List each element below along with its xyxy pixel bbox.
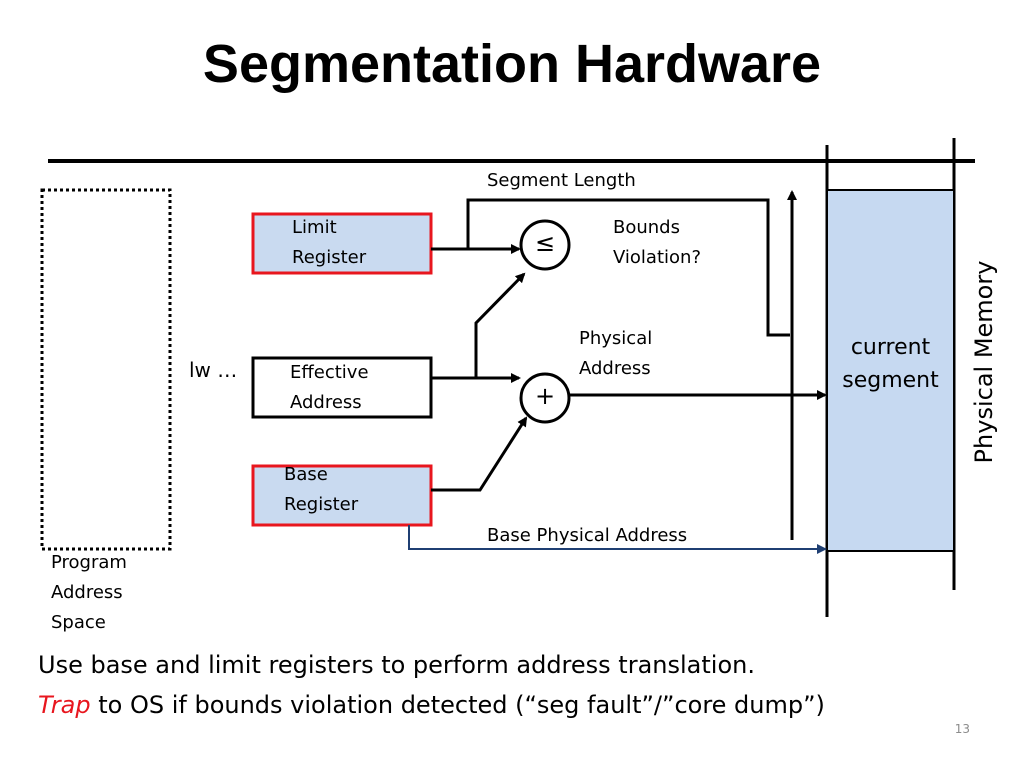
compare-circle [519, 219, 571, 271]
current-segment-label: current segment [842, 335, 939, 393]
slide-number: 13 [954, 722, 970, 736]
physical-memory-label: Physical Memory [970, 260, 998, 464]
current-segment-block [826, 189, 955, 552]
compare-operator: ≤ [534, 229, 556, 257]
segment-length-wire [466, 198, 790, 337]
bounds-violation-label: Bounds Violation? [613, 217, 701, 268]
segment-length-label: Segment Length [487, 170, 636, 191]
adder-circle [519, 372, 571, 424]
caption: Use base and limit registers to perform … [38, 645, 825, 725]
caption-line-1: Use base and limit registers to perform … [38, 651, 755, 679]
lw-instruction-label: lw … [189, 358, 238, 382]
base-physical-address-wire [408, 525, 827, 554]
slide-title: Segmentation Hardware [202, 34, 822, 94]
caption-line-2-rest: to OS if bounds violation detected (“seg… [90, 691, 825, 719]
limit-register-label: Limit Register [292, 217, 367, 268]
effective-address-box [251, 356, 433, 419]
limit-register-box [251, 212, 433, 275]
base-register-box [251, 464, 433, 527]
program-address-space-box [40, 188, 172, 551]
base-to-adder-wire [431, 416, 528, 492]
effective-to-compare-wire [474, 272, 526, 378]
base-physical-address-label: Base Physical Address [487, 525, 688, 546]
add-operator: + [534, 382, 556, 410]
base-register-label: Base Register [284, 464, 359, 515]
trap-word: Trap [38, 691, 91, 719]
program-address-space-label: Program Address Space [51, 552, 127, 633]
caption-line-2: Trap to OS if bounds violation detected … [38, 685, 825, 725]
physical-address-label: Physical Address [579, 328, 653, 379]
effective-address-label: Effective Address [290, 362, 369, 413]
